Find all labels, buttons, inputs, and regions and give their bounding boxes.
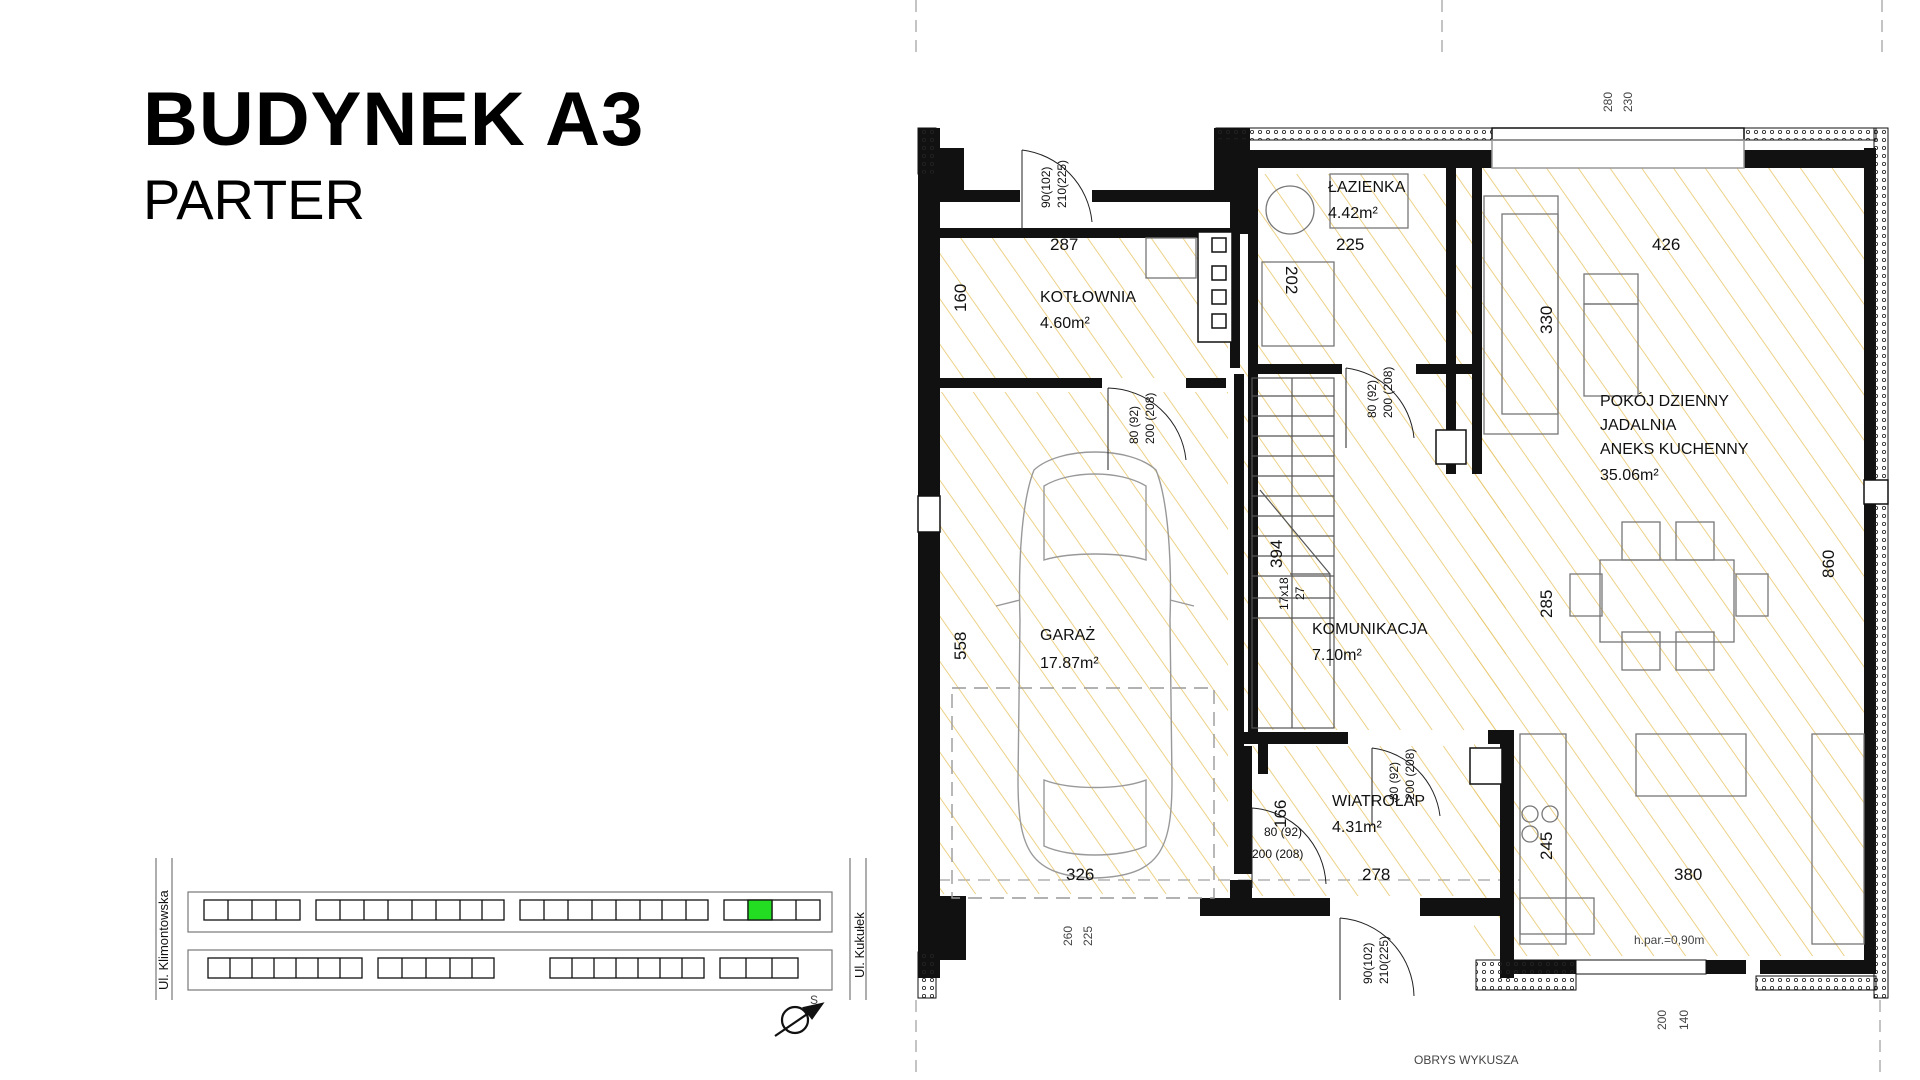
door-wiatrolap-height: 200 (208) — [1403, 749, 1417, 800]
dim-bot-200: 200 — [1655, 1010, 1669, 1030]
windows — [917, 127, 1889, 533]
room-kotlownia-name: KOTŁOWNIA — [1040, 289, 1136, 306]
compass-icon — [774, 1002, 825, 1037]
dim-225: 225 — [1336, 235, 1364, 254]
bay-outline-note: OBRYS WYKUSZA — [1414, 1053, 1518, 1067]
room-living-line3: ANEKS KUCHENNY — [1600, 441, 1749, 458]
street-right-label: Ul. Kukułek — [852, 912, 867, 978]
dim-top-280: 280 — [1601, 92, 1615, 112]
dim-202: 202 — [1282, 266, 1301, 294]
parapet-height-note: h.par.=0,90m — [1634, 933, 1704, 947]
floor-subtitle: PARTER — [143, 168, 365, 231]
door-swings — [1021, 149, 1441, 1000]
dim-166: 166 — [1271, 800, 1290, 828]
dim-top-230: 230 — [1621, 92, 1635, 112]
room-living-line1: POKÓJ DZIENNY — [1600, 391, 1729, 410]
door-kotlownia-height: 200 (208) — [1143, 393, 1157, 444]
dim-330: 330 — [1537, 306, 1556, 334]
room-lazienka-name: ŁAZIENKA — [1328, 179, 1406, 196]
dim-bot-225: 225 — [1081, 926, 1095, 946]
room-living-area: 35.06m² — [1600, 467, 1659, 484]
page-title: BUDYNEK A3 — [143, 77, 645, 162]
highlighted-unit-a3[interactable] — [747, 899, 773, 921]
dim-558: 558 — [951, 632, 970, 660]
dim-394: 394 — [1267, 540, 1286, 568]
room-labels: KOTŁOWNIA 4.60m² ŁAZIENKA 4.42m² GARAŻ 1… — [1040, 179, 1749, 836]
room-wiatrolap-area: 4.31m² — [1332, 819, 1382, 836]
dimensions: 287 160 202 225 426 330 558 394 285 860 … — [951, 92, 1838, 1030]
dim-245: 245 — [1537, 832, 1556, 860]
dim-860: 860 — [1819, 550, 1838, 578]
chimney-ducts — [1197, 231, 1503, 785]
dim-278: 278 — [1362, 865, 1390, 884]
door-entry-bottom-height: 210(225) — [1377, 936, 1391, 984]
room-garaz-name: GARAŻ — [1040, 625, 1095, 644]
stairs-depth: 27 — [1293, 586, 1307, 600]
door-entry-top-height: 210(225) — [1055, 160, 1069, 208]
dim-326: 326 — [1066, 865, 1094, 884]
dim-380: 380 — [1674, 865, 1702, 884]
dim-bot-140: 140 — [1677, 1010, 1691, 1030]
room-kotlownia-area: 4.60m² — [1040, 315, 1090, 332]
door-lazienka-width: 80 (92) — [1365, 380, 1379, 418]
door-entry-top-width: 90(102) — [1039, 167, 1053, 208]
dim-285: 285 — [1537, 590, 1556, 618]
staircase — [1251, 377, 1335, 729]
house-row-2 — [207, 957, 799, 979]
room-living-line2: JADALNIA — [1600, 417, 1677, 434]
dim-426: 426 — [1652, 235, 1680, 254]
room-komunikacja-name: KOMUNIKACJA — [1312, 621, 1428, 638]
dim-bot-260: 260 — [1061, 926, 1075, 946]
door-kotlownia-width: 80 (92) — [1127, 406, 1141, 444]
street-left-label: Ul. Klimontowska — [156, 890, 171, 990]
door-lazienka-height: 200 (208) — [1381, 367, 1395, 418]
site-boundary — [155, 858, 867, 1000]
stairs-steps: 17x18 — [1277, 577, 1291, 610]
house-row-1 — [203, 899, 821, 921]
dim-287: 287 — [1050, 235, 1078, 254]
door-labels: 90(102) 210(225) 80 (92) 200 (208) 80 (9… — [1039, 160, 1417, 984]
room-lazienka-area: 4.42m² — [1328, 205, 1378, 222]
door-komunikacja-height: 200 (208) — [1252, 847, 1303, 861]
room-komunikacja-area: 7.10m² — [1312, 647, 1362, 664]
door-wiatrolap-width: 80 (92) — [1387, 762, 1401, 800]
room-garaz-area: 17.87m² — [1040, 655, 1099, 672]
dim-160: 160 — [951, 284, 970, 312]
door-entry-bottom-width: 90(102) — [1361, 943, 1375, 984]
compass-letter: S — [810, 993, 818, 1007]
hatched-floor-areas — [936, 168, 1864, 956]
interior-walls — [940, 168, 1514, 898]
furniture — [1145, 173, 1865, 945]
room-wiatrolap-name: WIATROŁAP — [1332, 793, 1425, 810]
car-outline — [951, 451, 1215, 899]
door-komunikacja-width: 80 (92) — [1264, 825, 1302, 839]
outer-walls — [917, 127, 1889, 999]
